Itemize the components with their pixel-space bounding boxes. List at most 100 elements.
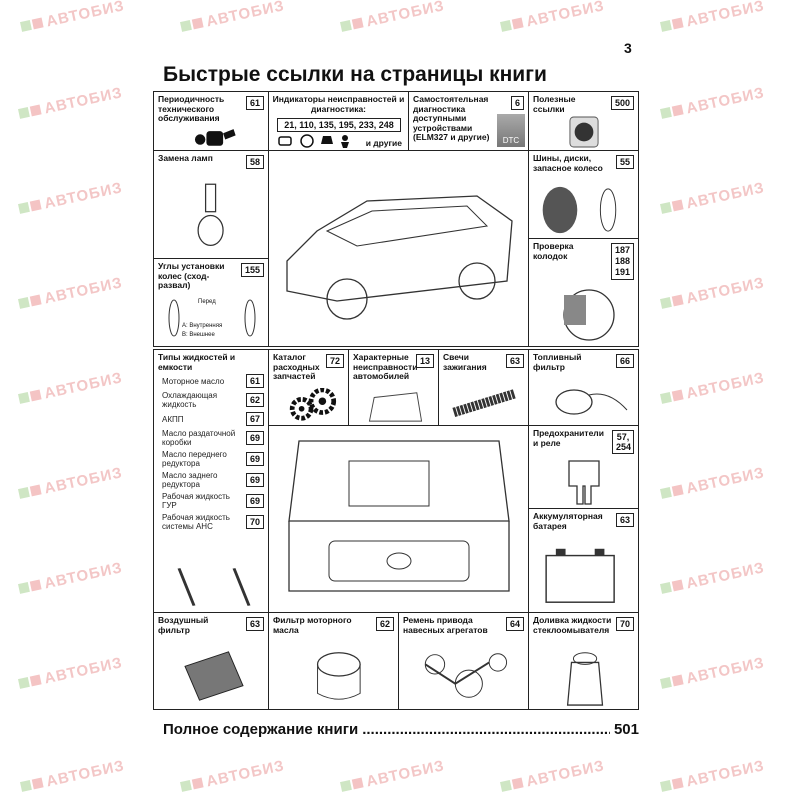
fluid-row[interactable]: АКПП 67	[154, 412, 268, 426]
watermark: АВТОБИЗ	[19, 0, 126, 36]
page-ref[interactable]: 62	[375, 617, 394, 631]
page-number: 3	[624, 40, 632, 56]
page-ref[interactable]: 69	[245, 473, 264, 487]
wrench-fist-icon	[195, 128, 237, 146]
watermark: АВТОБИЗ	[17, 369, 124, 408]
fluid-item: Рабочая жидкость системы АНС	[162, 513, 230, 531]
note: Перед	[198, 299, 216, 305]
footer-label: Полное содержание книги	[163, 721, 359, 738]
link-alignment[interactable]: Углы установки колес (сход-развал) 155 П…	[153, 258, 269, 347]
page-ref[interactable]: 155	[240, 263, 264, 277]
link-fuses[interactable]: Предохранители и реле 57, 254	[528, 425, 639, 509]
page-ref[interactable]: 62	[245, 393, 264, 407]
page-ref[interactable]: 61	[245, 374, 264, 388]
label: Индикаторы неисправностей и диагностика:	[272, 94, 405, 114]
page-ref[interactable]: 69	[245, 494, 264, 508]
full-contents-link[interactable]: Полное содержание книги ................…	[163, 721, 639, 738]
gears-icon	[289, 388, 337, 421]
page-ref[interactable]: 66	[615, 354, 634, 368]
note: B: Внешнее	[182, 332, 215, 338]
battery-icon	[545, 548, 615, 603]
link-tires[interactable]: Шины, диски, запасное колесо 55	[528, 150, 639, 239]
watermark: АВТОБИЗ	[17, 274, 124, 313]
brake-caliper-icon	[563, 289, 615, 341]
page-ref[interactable]: 58	[245, 155, 264, 169]
page-ref[interactable]: 57, 254	[612, 430, 634, 454]
fluid-row[interactable]: Охлаждающая жидкость 62	[154, 391, 268, 409]
fluid-item: Рабочая жидкость ГУР	[162, 492, 230, 510]
air-filter-icon	[184, 651, 244, 701]
page-ref[interactable]: 67	[245, 412, 264, 426]
watermark: АВТОБИЗ	[17, 464, 124, 503]
label: Каталог расходных запчастей	[273, 352, 320, 381]
footer-page[interactable]: 501	[613, 721, 639, 738]
page-ref[interactable]: 72	[325, 354, 344, 368]
fluid-row[interactable]: Рабочая жидкость системы АНС 70	[154, 513, 268, 531]
page-ref[interactable]: 69	[245, 431, 264, 445]
page-ref[interactable]: 13	[415, 354, 434, 368]
page-ref[interactable]: 69	[245, 452, 264, 466]
page-ref[interactable]: 6	[510, 96, 524, 110]
link-plugs[interactable]: Свечи зажигания 63	[438, 349, 529, 426]
label: Ремень привода навесных агрегатов	[403, 615, 488, 635]
fluid-row[interactable]: Рабочая жидкость ГУР 69	[154, 492, 268, 510]
page-ref[interactable]: 191	[614, 267, 630, 277]
watermark: АВТОБИЗ	[659, 369, 766, 408]
fluid-item: Охлаждающая жидкость	[162, 391, 218, 409]
fluid-row[interactable]: Масло заднего редуктора 69	[154, 471, 268, 489]
fluid-item: Масло заднего редуктора	[162, 471, 218, 489]
link-belt[interactable]: Ремень привода навесных агрегатов 64	[398, 612, 529, 710]
page-ref[interactable]: 63	[245, 617, 264, 631]
leader-dots: ........................................…	[362, 721, 610, 738]
page-ref[interactable]: 188	[614, 256, 630, 266]
open-hood-illustration	[368, 392, 423, 422]
page-ref[interactable]: 70	[245, 515, 264, 529]
label: Периодичность технического обслуживания	[158, 94, 225, 123]
page-ref[interactable]: 64	[505, 617, 524, 631]
link-washer[interactable]: Доливка жидкости стеклоомывателя 70	[528, 612, 639, 710]
engine-bay-illustration	[268, 425, 529, 613]
link-maintenance[interactable]: Периодичность технического обслуживания …	[153, 91, 269, 151]
watermark: АВТОБИЗ	[17, 654, 124, 693]
page-ref[interactable]: 500	[610, 96, 634, 110]
label: Свечи зажигания	[443, 352, 487, 372]
link-indicators[interactable]: Индикаторы неисправностей и диагностика:…	[268, 91, 409, 151]
page-ref[interactable]: 63	[615, 513, 634, 527]
dipstick-illustration	[177, 568, 251, 606]
link-oil-filter[interactable]: Фильтр моторного масла 62	[268, 612, 399, 710]
link-lamps[interactable]: Замена ламп 58	[153, 150, 269, 259]
link-fuel-filter[interactable]: Топливный фильтр 66	[528, 349, 639, 426]
label: Замена ламп	[158, 153, 213, 163]
page-codes[interactable]: 21, 110, 135, 195, 233, 248	[277, 118, 401, 132]
link-useful[interactable]: Полезные ссылки 500	[528, 91, 639, 151]
page-ref[interactable]: 187	[614, 245, 630, 255]
label: Шины, диски, запасное колесо	[533, 153, 603, 173]
watermark: АВТОБИЗ	[659, 84, 766, 123]
page-ref[interactable]: 70	[615, 617, 634, 631]
page-ref[interactable]: 55	[615, 155, 634, 169]
page-ref[interactable]: 63	[505, 354, 524, 368]
page-ref[interactable]: 61	[245, 96, 264, 110]
link-battery[interactable]: Аккумуляторная батарея 63	[528, 508, 639, 613]
spark-plug-icon	[452, 389, 517, 417]
oil-filter-icon	[316, 652, 361, 700]
link-brakes[interactable]: Проверка колодок 187 188 191	[528, 238, 639, 347]
watermark: АВТОБИЗ	[339, 757, 446, 796]
link-selfdiag[interactable]: Самостоятельная диагностика доступными у…	[408, 91, 529, 151]
watermark: АВТОБИЗ	[19, 757, 126, 796]
fuel-filter-icon	[555, 389, 628, 415]
link-air-filter[interactable]: Воздушный фильтр 63	[153, 612, 269, 710]
others-label: и другие	[365, 138, 402, 148]
link-faults[interactable]: Характерные неисправности автомобилей 13	[348, 349, 439, 426]
link-catalog[interactable]: Каталог расходных запчастей 72	[268, 349, 349, 426]
label: Фильтр моторного масла	[273, 615, 352, 635]
label: Топливный фильтр	[533, 352, 582, 372]
tire-icon	[542, 186, 617, 234]
fluid-item: АКПП	[162, 414, 184, 424]
watermark: АВТОБИЗ	[659, 757, 766, 796]
label: Проверка колодок	[533, 241, 574, 261]
